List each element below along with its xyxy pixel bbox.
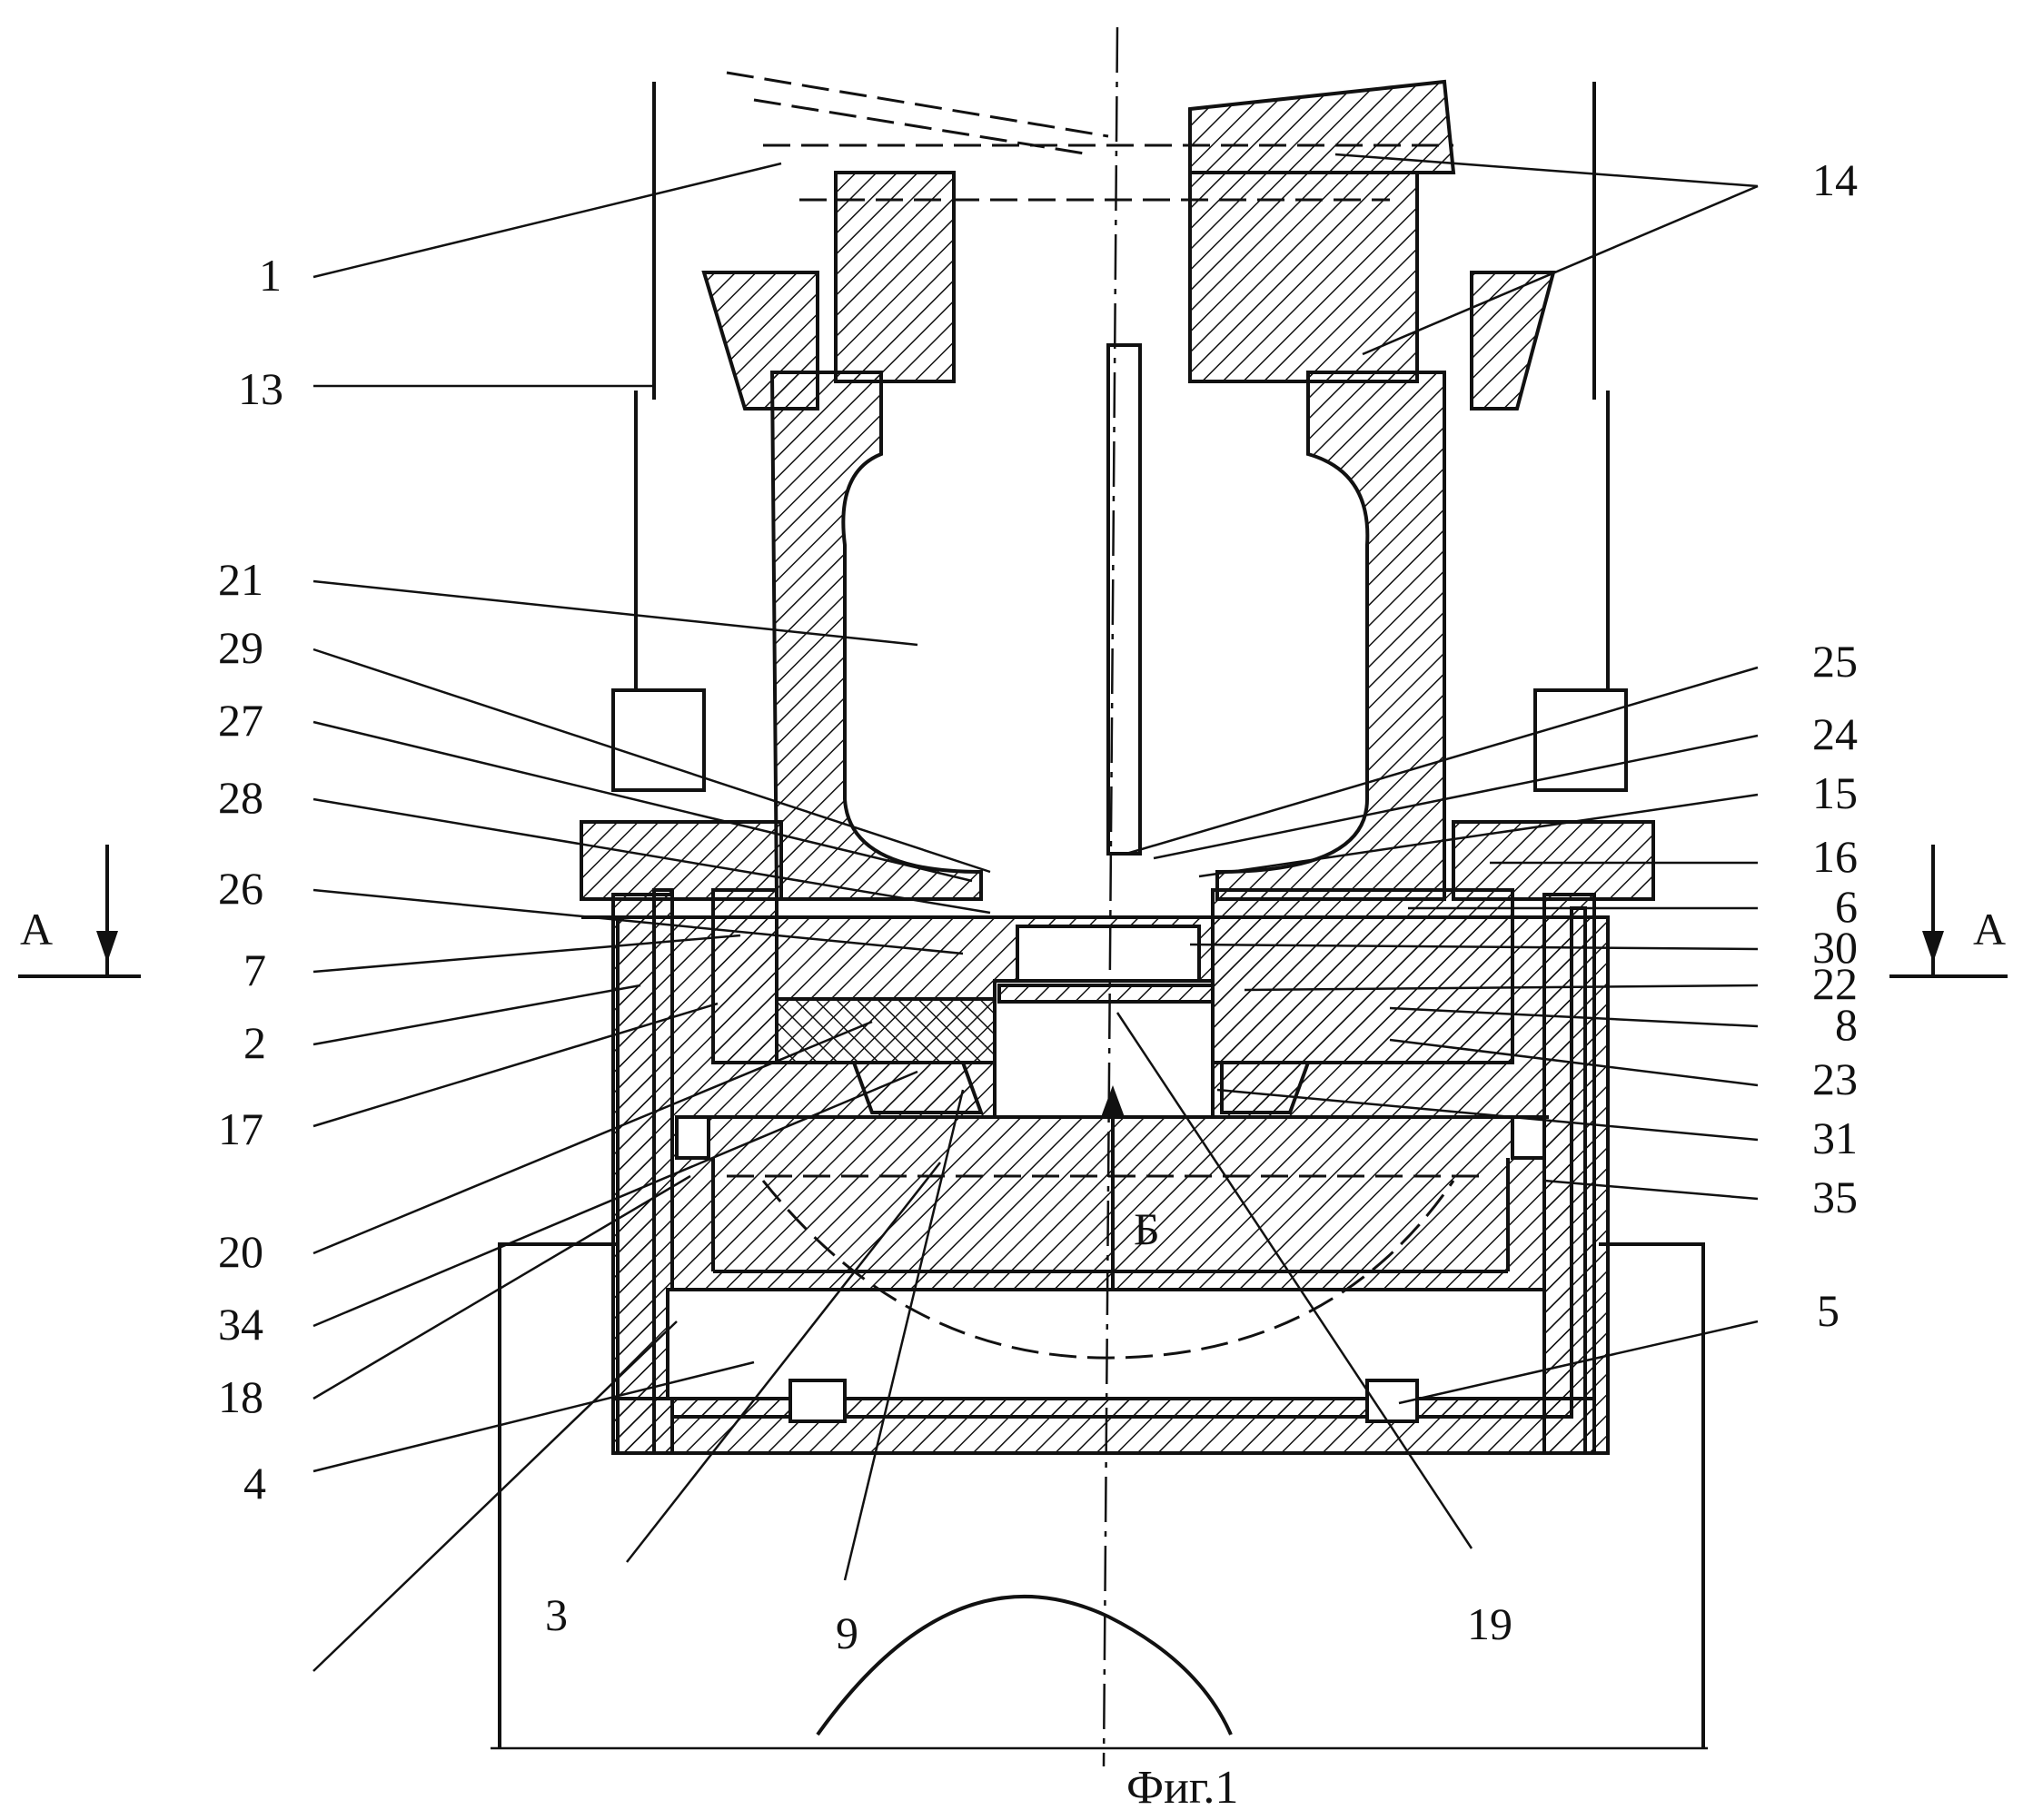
callout-26: 26	[218, 863, 263, 914]
callout-19: 19	[1467, 1598, 1512, 1649]
callout-28: 28	[218, 772, 263, 823]
callout-18: 18	[218, 1371, 263, 1422]
callout-27: 27	[218, 695, 263, 746]
callout-29: 29	[218, 622, 263, 673]
callout-25: 25	[1812, 636, 1858, 687]
callout-31: 31	[1812, 1113, 1858, 1163]
callout-1: 1	[259, 250, 282, 301]
section-label-left: А	[20, 904, 53, 955]
callout-17: 17	[218, 1103, 263, 1154]
callout-4: 4	[243, 1458, 266, 1508]
callout-13: 13	[238, 363, 283, 414]
callout-9: 9	[836, 1607, 858, 1658]
view-marker: Б	[1134, 1203, 1160, 1254]
section-label-right: А	[1973, 904, 2006, 955]
callout-23: 23	[1812, 1053, 1858, 1104]
callout-5: 5	[1817, 1285, 1840, 1336]
central-body	[772, 82, 1453, 899]
callout-34: 34	[218, 1299, 263, 1350]
callout-7: 7	[243, 945, 266, 995]
callout-15: 15	[1812, 767, 1858, 818]
centerline	[1104, 27, 1117, 1766]
section-marker-left: А	[18, 845, 141, 976]
callout-24: 24	[1812, 708, 1858, 759]
figure-caption: Фиг.1	[1126, 1762, 1238, 1814]
callout-16: 16	[1812, 831, 1858, 882]
callout-35: 35	[1812, 1172, 1858, 1222]
callout-21: 21	[218, 554, 263, 605]
callout-14: 14	[1812, 154, 1858, 205]
callout-2: 2	[243, 1017, 266, 1068]
callout-6: 6	[1835, 881, 1858, 932]
section-marker-right: А	[1889, 845, 2008, 976]
callout-3: 3	[545, 1589, 568, 1640]
callout-20: 20	[218, 1226, 263, 1277]
